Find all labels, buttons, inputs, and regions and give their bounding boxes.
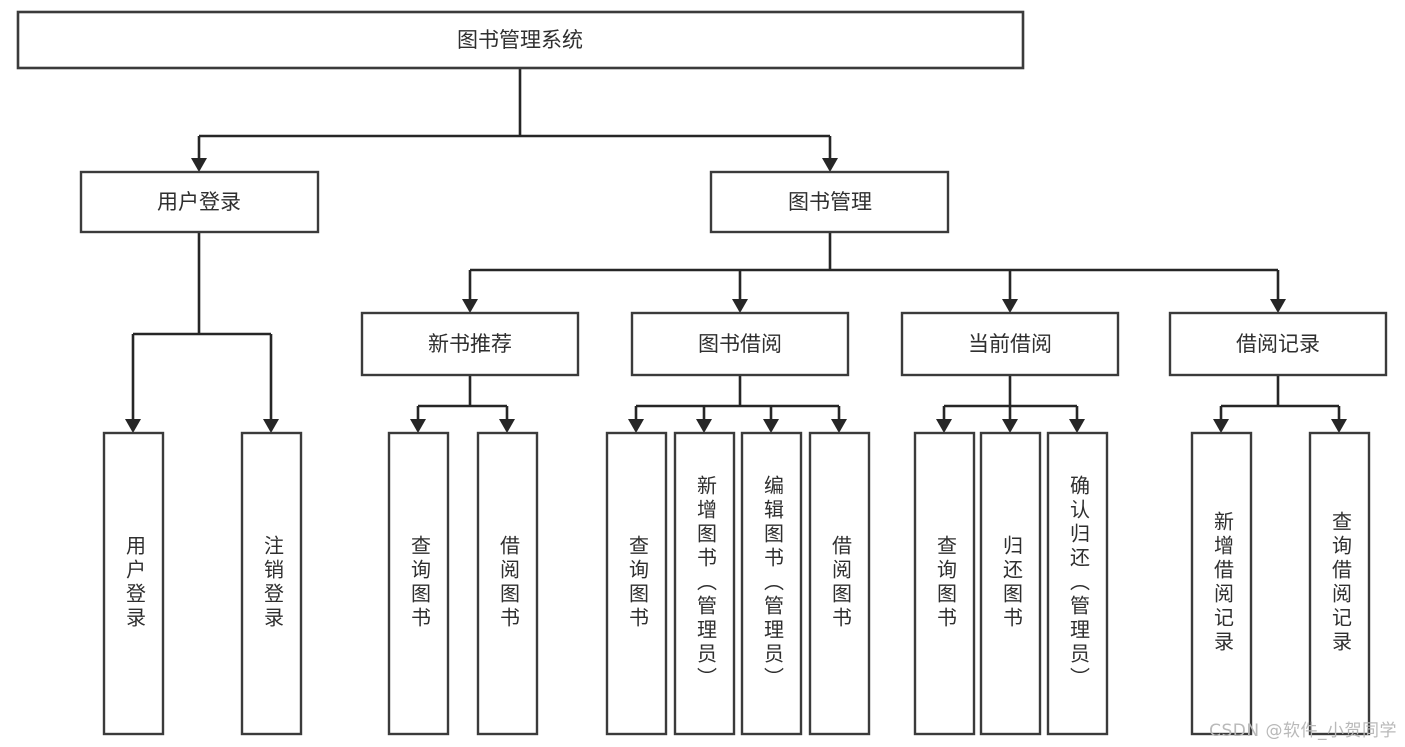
leaf-new-book-1-box — [387, 431, 450, 736]
arrow-user-login-leaf1 — [125, 419, 141, 433]
arrow-borrow-record-leaf2 — [1331, 419, 1347, 433]
leaf-current-borrow-1-box — [913, 431, 976, 736]
leaf-book-borrow-3[interactable]: 编辑图书（管理员） — [740, 431, 803, 736]
leaf-user-login-1-box — [102, 431, 165, 736]
arrow-user-login-leaf2 — [263, 419, 279, 433]
leaf-book-borrow-4-box — [808, 431, 871, 736]
arrow-current-borrow-leaf3 — [1069, 419, 1085, 433]
arrow-book-mgmt-c1 — [462, 299, 478, 313]
node-book-management-box — [709, 170, 950, 234]
node-root-label: 图书管理系统 — [457, 28, 583, 52]
node-current-borrow-label: 当前借阅 — [968, 332, 1052, 356]
arrow-new-book-leaf1 — [410, 419, 426, 433]
leaf-borrow-record-2-label: 查询借阅记录 — [1329, 511, 1353, 655]
leaf-book-borrow-3-box — [740, 431, 803, 736]
arrow-root-to-book-mgmt — [822, 158, 838, 172]
node-book-borrow[interactable]: 图书借阅 — [630, 311, 850, 377]
node-book-management[interactable]: 图书管理 — [709, 170, 950, 234]
leaf-new-book-2-box — [476, 431, 539, 736]
node-book-management-label: 图书管理 — [788, 190, 872, 214]
arrow-current-borrow-leaf1 — [936, 419, 952, 433]
node-new-book-recommend-label: 新书推荐 — [428, 332, 512, 356]
node-borrow-record-box — [1168, 311, 1388, 377]
leaf-borrow-record-1-label: 新增借阅记录 — [1211, 511, 1235, 655]
arrow-root-to-user-login — [191, 158, 207, 172]
leaf-book-borrow-1-label: 查询图书 — [626, 535, 650, 631]
node-user-login[interactable]: 用户登录 — [79, 170, 320, 234]
leaf-book-borrow-2[interactable]: 新增图书（管理员） — [673, 431, 736, 736]
leaf-current-borrow-1[interactable]: 查询图书 — [913, 431, 976, 736]
node-new-book-recommend[interactable]: 新书推荐 — [360, 311, 580, 377]
leaf-book-borrow-3-label: 编辑图书（管理员） — [761, 475, 785, 691]
leaf-borrow-record-2[interactable]: 查询借阅记录 — [1308, 431, 1371, 736]
node-borrow-record-label: 借阅记录 — [1236, 332, 1320, 356]
node-user-login-label: 用户登录 — [157, 190, 241, 214]
leaf-new-book-1-label: 查询图书 — [408, 535, 432, 631]
leaf-current-borrow-2-box — [979, 431, 1042, 736]
leaf-current-borrow-3[interactable]: 确认归还（管理员） — [1046, 431, 1109, 736]
leaf-book-borrow-1-box — [605, 431, 668, 736]
node-book-borrow-box — [630, 311, 850, 377]
csdn-watermark: CSDN @软件_小贺同学 — [1209, 721, 1397, 741]
node-borrow-record[interactable]: 借阅记录 — [1168, 311, 1388, 377]
arrow-current-borrow-leaf2 — [1002, 419, 1018, 433]
arrow-borrow-record-leaf1 — [1213, 419, 1229, 433]
arrow-book-mgmt-c2 — [732, 299, 748, 313]
leaf-current-borrow-3-box — [1046, 431, 1109, 736]
arrow-book-mgmt-c3 — [1002, 299, 1018, 313]
leaf-book-borrow-2-label: 新增图书（管理员） — [694, 475, 718, 691]
leaf-new-book-2-label: 借阅图书 — [497, 535, 521, 631]
connector-layer — [125, 68, 1347, 433]
leaf-user-login-2[interactable]: 注销登录 — [240, 431, 303, 736]
leaf-current-borrow-1-label: 查询图书 — [934, 535, 958, 631]
node-current-borrow[interactable]: 当前借阅 — [900, 311, 1120, 377]
node-new-book-recommend-box — [360, 311, 580, 377]
leaf-borrow-record-1-box — [1190, 431, 1253, 736]
leaf-book-borrow-2-box — [673, 431, 736, 736]
leaf-current-borrow-2-label: 归还图书 — [1000, 535, 1024, 631]
arrow-book-borrow-leaf3 — [763, 419, 779, 433]
node-root-box — [16, 10, 1025, 70]
node-root-system[interactable]: 图书管理系统 — [16, 10, 1025, 70]
leaf-book-borrow-4[interactable]: 借阅图书 — [808, 431, 871, 736]
leaf-borrow-record-1[interactable]: 新增借阅记录 — [1190, 431, 1253, 736]
leaf-user-login-1-label: 用户登录 — [123, 535, 147, 631]
arrow-new-book-leaf2 — [499, 419, 515, 433]
leaf-user-login-2-label: 注销登录 — [261, 535, 285, 631]
arrow-book-mgmt-c4 — [1270, 299, 1286, 313]
leaf-user-login-1[interactable]: 用户登录 — [102, 431, 165, 736]
leaf-user-login-2-box — [240, 431, 303, 736]
node-user-login-box — [79, 170, 320, 234]
leaf-borrow-record-2-box — [1308, 431, 1371, 736]
leaf-current-borrow-2[interactable]: 归还图书 — [979, 431, 1042, 736]
node-book-borrow-label: 图书借阅 — [698, 332, 782, 356]
arrow-book-borrow-leaf2 — [696, 419, 712, 433]
leaf-new-book-2[interactable]: 借阅图书 — [476, 431, 539, 736]
leaf-book-borrow-1[interactable]: 查询图书 — [605, 431, 668, 736]
leaf-current-borrow-3-label: 确认归还（管理员） — [1067, 475, 1091, 691]
arrow-book-borrow-leaf4 — [831, 419, 847, 433]
arrow-book-borrow-leaf1 — [628, 419, 644, 433]
leaf-book-borrow-4-label: 借阅图书 — [829, 535, 853, 631]
node-current-borrow-box — [900, 311, 1120, 377]
leaf-new-book-1[interactable]: 查询图书 — [387, 431, 450, 736]
